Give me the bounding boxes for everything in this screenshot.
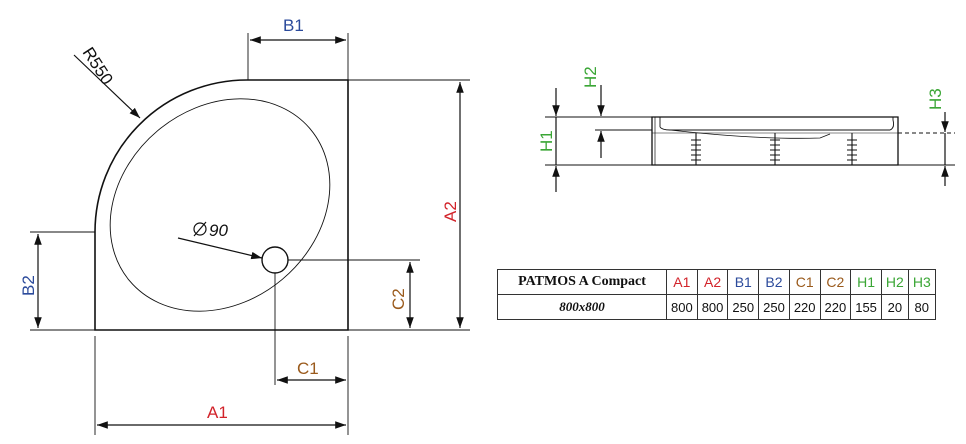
tray-top-rim [659, 117, 895, 131]
extension-lines [30, 33, 470, 435]
header-c2: C2 [819, 269, 852, 295]
value-a1: 800 [666, 294, 698, 320]
label-a2: A2 [441, 201, 460, 222]
tray-basin [109, 98, 331, 312]
model-name: PATMOS A Compact [497, 269, 667, 295]
value-h1: 155 [850, 294, 882, 320]
value-h3: 80 [907, 294, 936, 320]
drain-annotation: 90 [177, 221, 263, 260]
side-dimension-lines [552, 85, 949, 192]
label-c2: C2 [389, 288, 408, 310]
spec-value-row: 800x800 800 800 250 250 220 220 155 20 8… [497, 294, 936, 320]
header-a2: A2 [696, 269, 729, 295]
support-foot [691, 133, 857, 165]
value-c2: 220 [819, 294, 852, 320]
tray-basin-curve [669, 129, 831, 139]
diameter-symbol [193, 221, 207, 237]
model-size: 800x800 [497, 294, 667, 320]
header-a1: A1 [666, 269, 698, 295]
dimension-lines [34, 36, 464, 429]
label-h3: H3 [926, 88, 945, 110]
spec-table: PATMOS A Compact A1 A2 B1 B2 C1 C2 H1 H2… [497, 269, 936, 320]
header-b2: B2 [758, 269, 790, 295]
label-a1: A1 [207, 403, 228, 422]
value-b1: 250 [727, 294, 760, 320]
label-c1: C1 [297, 359, 319, 378]
drain-diameter-label: 90 [209, 221, 228, 240]
header-h2: H2 [880, 269, 909, 295]
tray-outline [94, 79, 349, 331]
tray-side-view [651, 116, 955, 166]
label-b2: B2 [19, 275, 38, 296]
header-c1: C1 [788, 269, 821, 295]
value-a2: 800 [696, 294, 729, 320]
value-b2: 250 [758, 294, 790, 320]
value-h2: 20 [880, 294, 909, 320]
radius-annotation: R550 [73, 44, 141, 119]
value-c1: 220 [788, 294, 821, 320]
drain-circle [261, 246, 289, 274]
header-h3: H3 [907, 269, 936, 295]
header-h1: H1 [850, 269, 882, 295]
label-b1: B1 [283, 16, 304, 35]
header-b1: B1 [727, 269, 760, 295]
label-h1: H1 [537, 130, 556, 152]
radius-label: R550 [79, 44, 117, 88]
tray-plan-view [94, 79, 349, 331]
spec-header-row: PATMOS A Compact A1 A2 B1 B2 C1 C2 H1 H2… [497, 269, 936, 295]
label-h2: H2 [581, 66, 600, 88]
